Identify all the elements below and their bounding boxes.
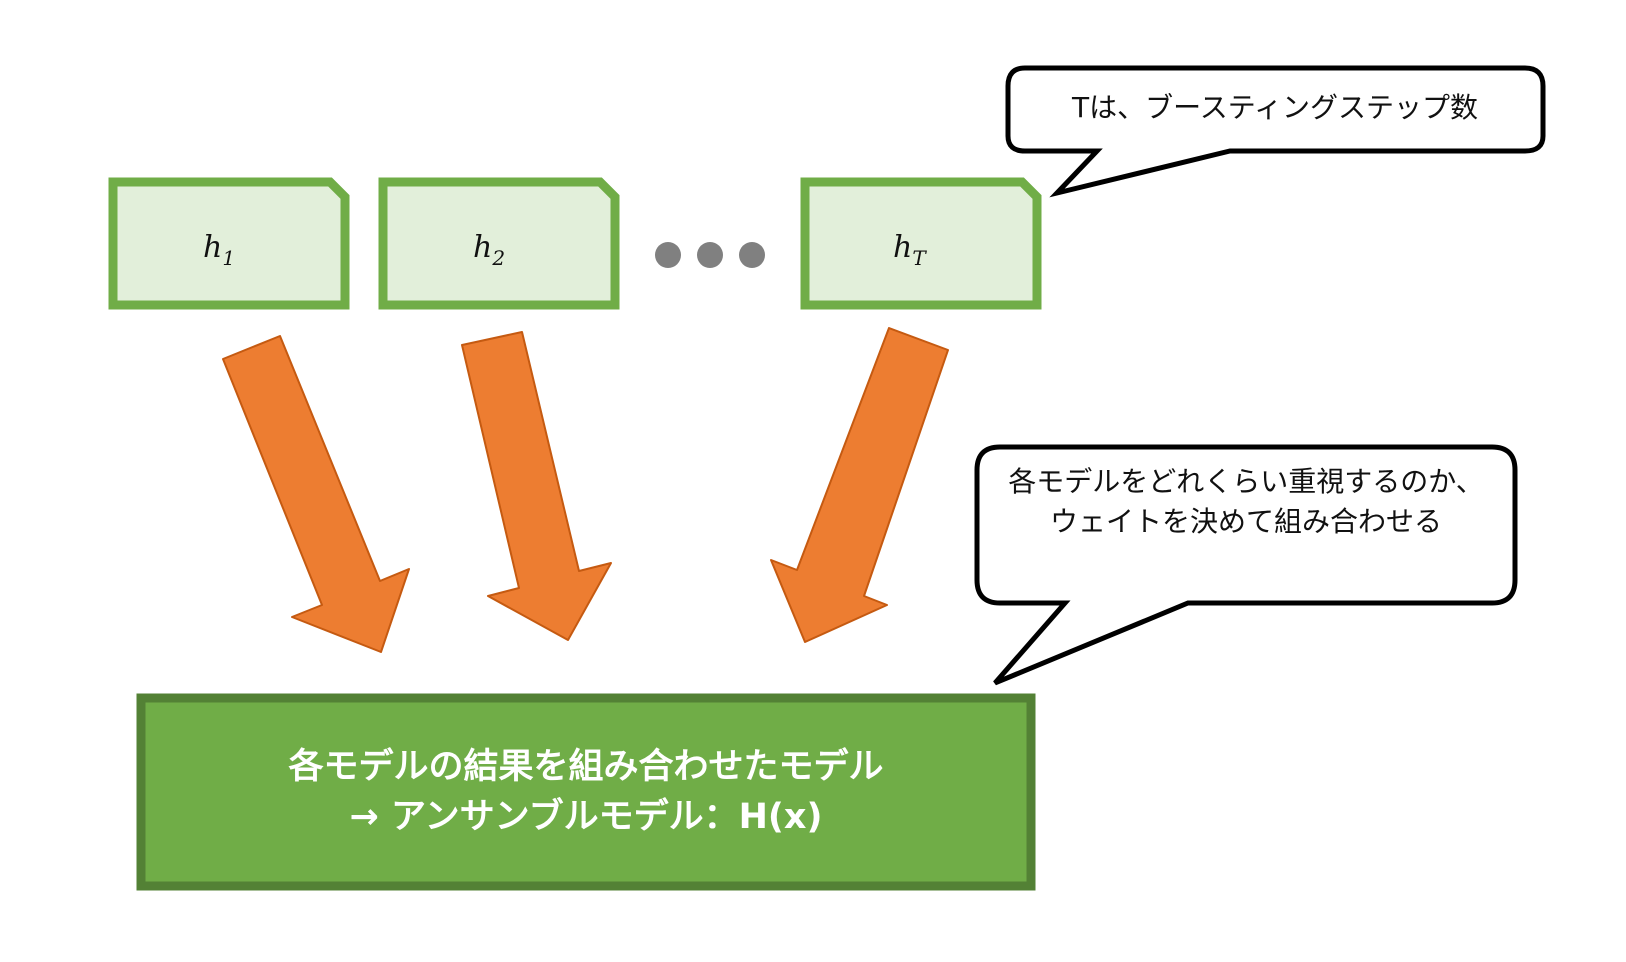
ellipsis-dots <box>655 242 765 268</box>
model-box-T: hT <box>800 177 1042 310</box>
ensemble-line-1: 各モデルの結果を組み合わせたモデル <box>288 747 884 787</box>
model-label-1: h1 <box>203 230 235 270</box>
arrow-down-icon <box>222 335 410 653</box>
model-label-2: h2 <box>473 230 505 270</box>
callout-steps-bubble <box>1005 65 1546 198</box>
ensemble-model-box <box>136 693 1036 891</box>
ensemble-line-2: → アンサンブルモデル：H(x) <box>349 797 823 837</box>
model-label-T: hT <box>893 230 927 270</box>
model-box-2: h2 <box>378 177 620 310</box>
ellipsis-dot <box>697 242 723 268</box>
model-box-1: h1 <box>108 177 350 310</box>
callout-steps-text: Tは、ブースティングステップ数 <box>1071 91 1479 124</box>
ellipsis-dot <box>739 242 765 268</box>
callout-weights-bubble <box>974 444 1518 686</box>
ellipsis-dot <box>655 242 681 268</box>
callout-weights-text: 各モデルをどれくらい重視するのか、ウェイトを決めて組み合わせる <box>1008 465 1484 538</box>
ensemble-model-label: 各モデルの結果を組み合わせたモデル → アンサンブルモデル：H(x) <box>141 698 1031 886</box>
arrow-down-icon <box>461 331 612 641</box>
arrow-down-icon <box>770 327 949 643</box>
